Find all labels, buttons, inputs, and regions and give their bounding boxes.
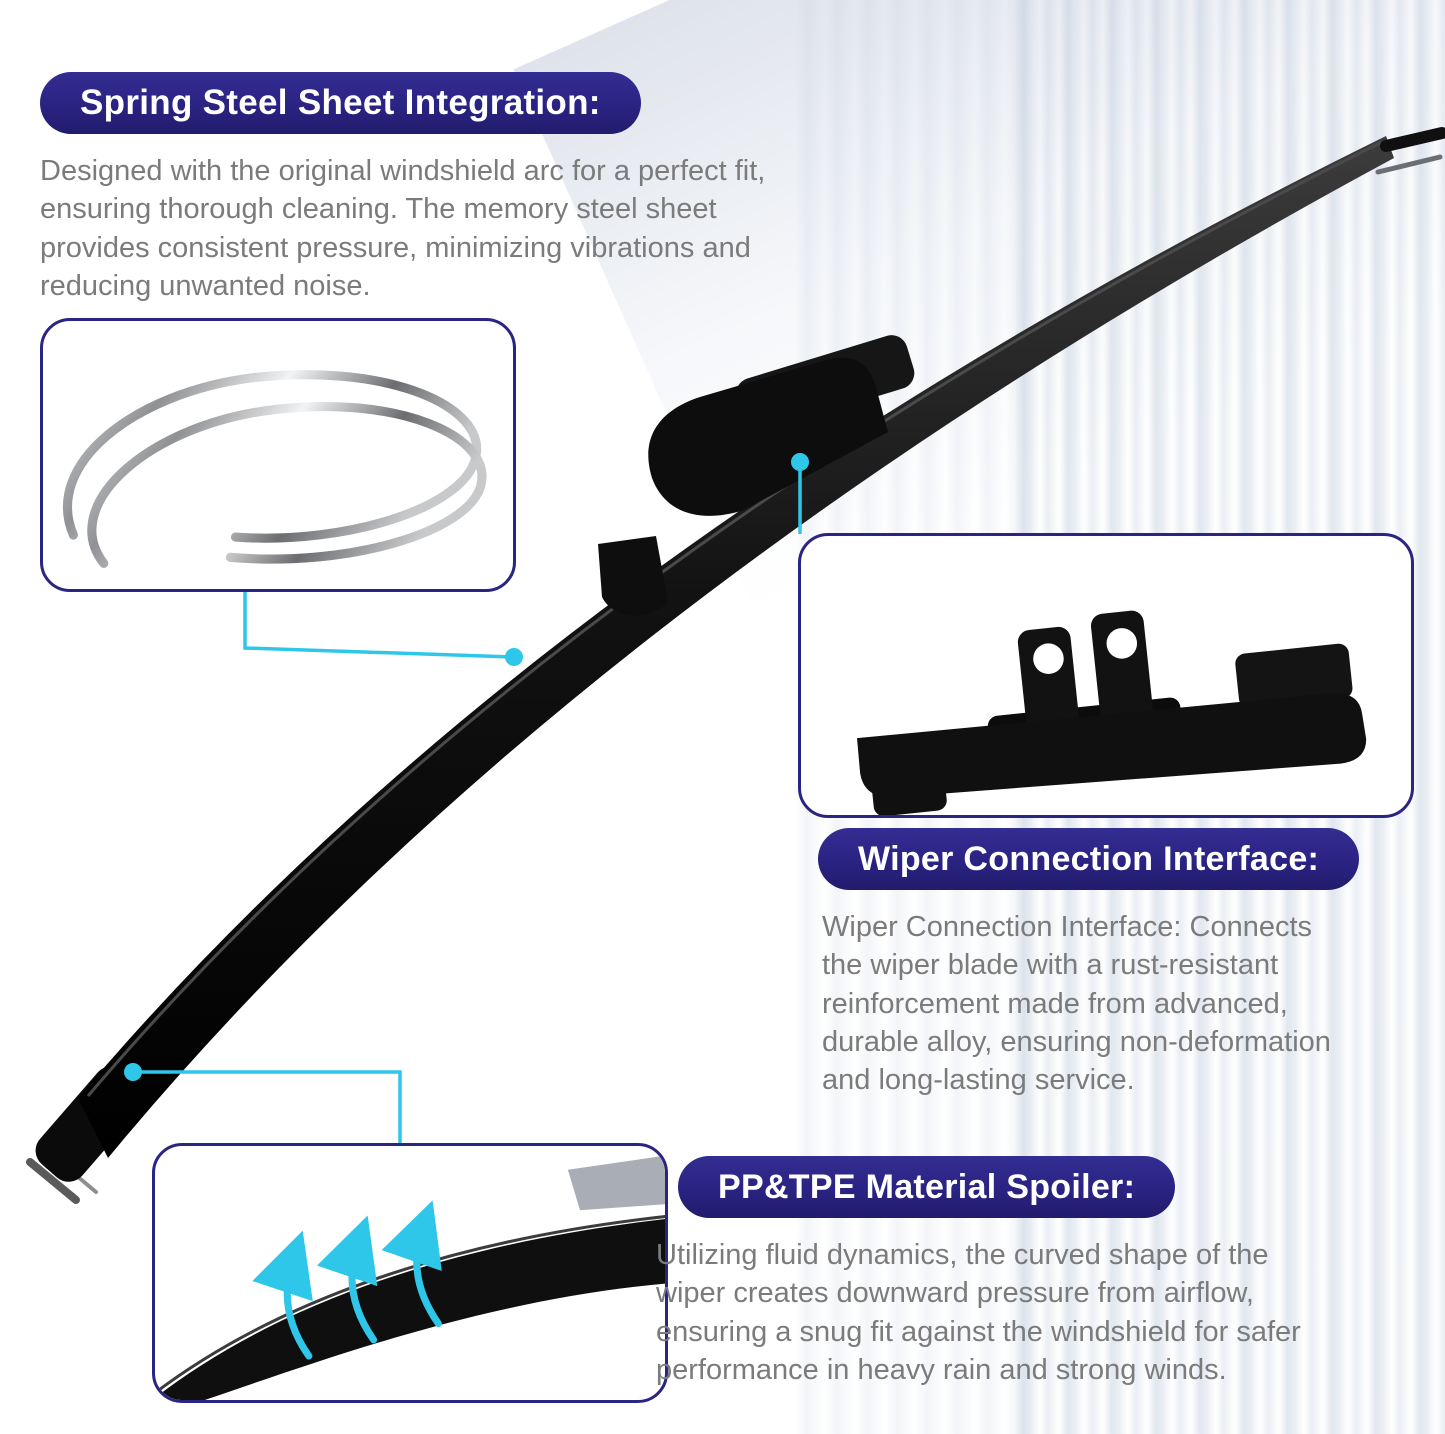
connection-interface-callout-box <box>798 533 1414 818</box>
connection-interface-title-badge: Wiper Connection Interface: <box>818 828 1360 890</box>
connector-line-spring-steel <box>243 588 515 659</box>
callout-dot-spring-steel <box>505 648 523 666</box>
spoiler-callout-box <box>152 1143 668 1403</box>
spoiler-airflow-icon <box>155 1155 665 1400</box>
spring-steel-sheets-icon <box>63 370 487 568</box>
spring-steel-callout-box <box>40 318 516 592</box>
airflow-arrows <box>252 1200 442 1360</box>
spring-steel-description: Designed with the original windshield ar… <box>40 155 766 302</box>
connection-interface-icon <box>857 610 1367 815</box>
spoiler-description: Utilizing fluid dynamics, the curved sha… <box>656 1239 1301 1386</box>
spring-steel-title-badge: Spring Steel Sheet Integration: <box>40 72 641 134</box>
connector-line-spoiler <box>141 1070 402 1146</box>
callout-dots <box>124 453 809 1081</box>
callout-dot-spoiler <box>124 1063 142 1081</box>
callout-connectors <box>141 470 802 1146</box>
connection-interface-description: Wiper Connection Interface: Connects the… <box>822 911 1331 1097</box>
spoiler-title-badge: PP&TPE Material Spoiler: <box>678 1156 1176 1218</box>
callout-dot-interface <box>791 453 809 471</box>
blade-adapter <box>598 335 915 616</box>
